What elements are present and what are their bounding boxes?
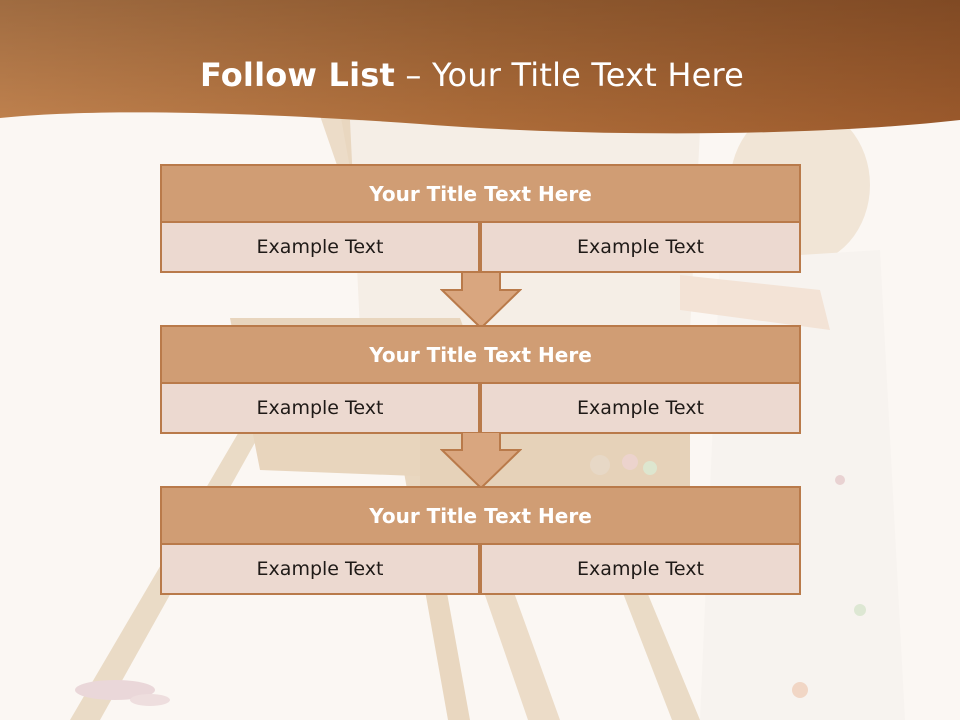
title-separator: – <box>395 56 432 94</box>
title-main: Follow List <box>199 56 396 94</box>
step-example-left: Example Text <box>160 382 480 434</box>
header-band <box>0 0 960 134</box>
step-example-right: Example Text <box>480 543 801 595</box>
step-title: Your Title Text Here <box>160 325 801 384</box>
down-arrow-icon <box>440 272 522 330</box>
slide-title: Follow List – Your Title Text Here <box>0 54 944 96</box>
step-title: Your Title Text Here <box>160 164 801 223</box>
step-example-left: Example Text <box>160 221 480 273</box>
down-arrow-icon <box>440 432 522 490</box>
step-title: Your Title Text Here <box>160 486 801 545</box>
step-example-right: Example Text <box>480 221 801 273</box>
step-example-right: Example Text <box>480 382 801 434</box>
step-example-left: Example Text <box>160 543 480 595</box>
title-subtitle: Your Title Text Here <box>432 56 745 94</box>
